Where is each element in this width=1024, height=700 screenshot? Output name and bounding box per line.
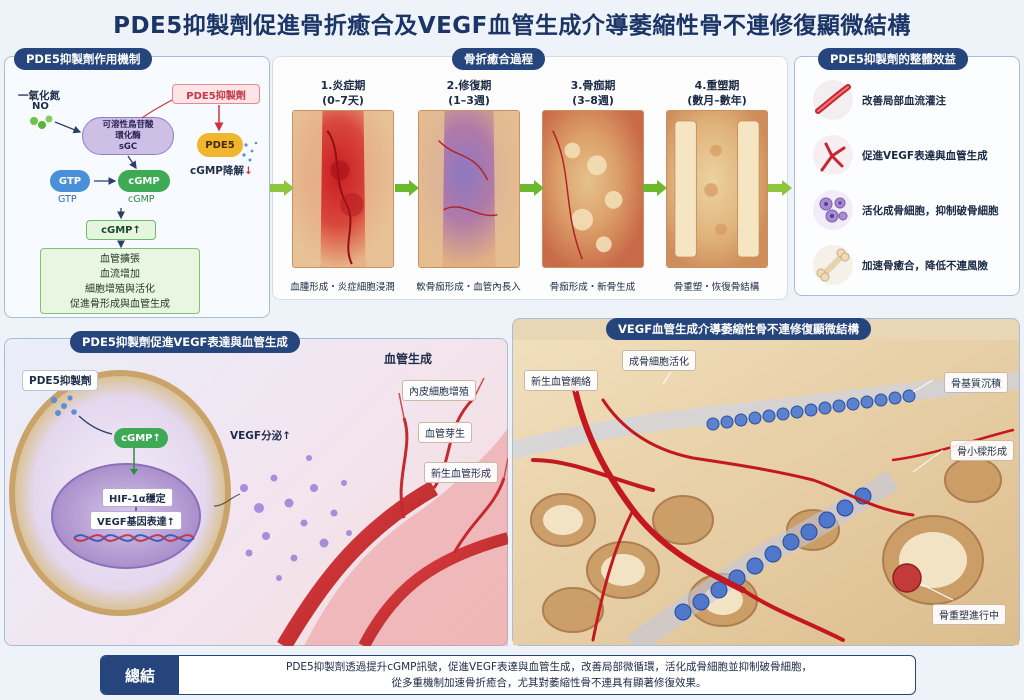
page-title: PDE5抑製劑促進骨折癒合及VEGF血管生成介導萎縮性骨不連修復顯微結構	[113, 13, 911, 39]
vessel-branch-icon	[813, 135, 853, 175]
new-vessel-network-callout: 新生血管網絡	[524, 370, 598, 391]
stage-4-image	[666, 110, 768, 268]
degradation-dots	[242, 141, 258, 162]
sgc-enzyme-node: 可溶性鳥苷酸 環化酶 sGC	[82, 117, 174, 155]
bone-icon	[813, 245, 853, 285]
angio-callout-new-vessels: 新生血管形成	[424, 462, 498, 483]
hif-label: HIF-1α穩定	[102, 488, 173, 507]
stage-2-name: 2.修復期(1–3週)	[446, 79, 492, 107]
benefit-item: 加速骨癒合，降低不連風險	[812, 241, 1018, 289]
angiogenesis-title: 血管生成	[384, 352, 433, 366]
summary-text: PDE5抑製劑透過提升cGMP訊號，促進VEGF表達與血管生成，改善局部微循環，…	[285, 661, 813, 689]
trabecula-callout: 骨小樑形成	[950, 440, 1014, 461]
arrow-right-icon	[643, 180, 667, 196]
summary-box: 總結 PDE5抑製劑透過提升cGMP訊號，促進VEGF表達與血管生成，改善局部微…	[100, 655, 916, 695]
micro-header: VEGF血管生成介導萎縮性骨不連修復顯微結構	[606, 318, 872, 340]
vegf-header: PDE5抑製劑促進VEGF表達與血管生成	[70, 331, 300, 353]
arrow-right-icon	[520, 180, 544, 196]
cell-cluster-icon	[813, 190, 853, 230]
physiological-effects-box: 血管擴張 血流增加 細胞增殖與活化 促進骨形成與血管生成	[40, 248, 200, 314]
stage-3-caption: 骨痂形成・新骨生成	[549, 282, 636, 293]
stage-4-caption: 骨重塑・恢復骨結構	[673, 282, 760, 293]
vegf-cgmp-node: cGMP↑	[114, 428, 168, 448]
vegf-gene-label: VEGF基因表達↑	[90, 511, 182, 530]
stage-2-caption: 軟骨痂形成・血管內長入	[416, 282, 521, 293]
down-arrow-icon: ↓	[244, 165, 253, 177]
mechanism-arrows	[30, 99, 258, 249]
stage-2-image	[418, 110, 520, 268]
gtp-sublabel: GTP	[58, 194, 77, 205]
angio-callout-endothelial: 內皮細胞增殖	[402, 380, 476, 401]
benefit-item: 促進VEGF表達與血管生成	[812, 131, 1018, 179]
mechanism-header: PDE5抑製劑作用機制	[14, 48, 153, 70]
stage-1-caption: 血腫形成・炎症細胞浸潤	[290, 282, 395, 293]
no-title: 一氧化氮	[18, 90, 60, 102]
no-label: NO	[32, 101, 49, 112]
no-molecule-dots	[30, 115, 53, 129]
microstructure-illustration	[513, 340, 1019, 645]
stage-1-image	[292, 110, 394, 268]
cgmp-degrade-label: cGMP降解↓	[190, 165, 253, 177]
arrow-right-icon	[395, 180, 419, 196]
pde5-enzyme-node: PDE5	[197, 133, 243, 157]
arrow-right-icon	[768, 180, 792, 196]
gtp-node: GTP	[50, 170, 90, 192]
stage-4-name: 4.重塑期(數月–數年)	[687, 79, 747, 107]
cgmp-node: cGMP	[118, 170, 170, 192]
stage-3-name: 3.骨痂期(3–8週)	[570, 79, 616, 107]
remodeling-callout: 骨重塑進行中	[932, 604, 1006, 625]
arrow-right-icon	[270, 180, 294, 196]
pde5-inhibitor-tag: PDE5抑製劑	[172, 84, 260, 104]
blood-vessel-icon	[813, 80, 853, 120]
summary-label: 總結	[101, 656, 179, 694]
benefit-item: 活化成骨細胞，抑制破骨細胞	[812, 186, 1018, 234]
vegf-pde5-inhibitor-label: PDE5抑製劑	[22, 370, 99, 391]
benefit-item: 改善局部血流灌注	[812, 76, 1018, 124]
cgmp-increase-box: cGMP↑	[86, 220, 156, 240]
stage-1-name: 1.炎症期(0–7天)	[320, 79, 366, 107]
bone-matrix-callout: 骨基質沉積	[944, 372, 1008, 393]
process-header: 骨折癒合過程	[452, 48, 545, 70]
angio-callout-sprouting: 血管芽生	[418, 422, 472, 443]
stage-3-image	[542, 110, 644, 268]
vegf-secretion-label: VEGF分泌↑	[230, 430, 291, 442]
osteoblast-activation-callout: 成骨細胞活化	[622, 350, 696, 371]
cgmp-sublabel: cGMP	[128, 194, 155, 205]
benefits-header: PDE5抑製劑的整體效益	[818, 48, 968, 70]
